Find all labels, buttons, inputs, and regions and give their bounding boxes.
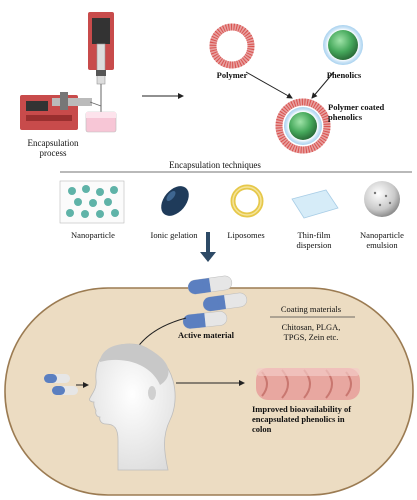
technique-label-nanoparticle: Nanoparticle	[71, 230, 115, 240]
colon-icon	[256, 368, 360, 400]
technique-label-nanoparticle-emulsion: Nanoparticle emulsion	[360, 230, 404, 250]
encapsulation-process-label: Encapsulation process	[27, 138, 79, 158]
polymer-arrow	[245, 71, 293, 99]
liposome-icon	[230, 184, 264, 218]
technique-label-thin-film: Thin-film dispersion	[296, 230, 332, 250]
polymer-coated-label: Polymer coated phenolics	[328, 102, 385, 122]
polymer-ring-icon	[209, 23, 255, 69]
coated-phenolics-icon	[275, 98, 331, 154]
technique-label-liposomes: Liposomes	[227, 230, 265, 240]
techniques-title: Encapsulation techniques	[169, 160, 261, 170]
phenolics-sphere-icon	[323, 25, 363, 65]
down-arrow-icon	[200, 232, 216, 262]
human-head-icon	[89, 343, 176, 471]
phenolics-label: Phenolics	[326, 70, 362, 80]
coating-items: Chitosan, PLGA, TPGS, Zein etc.	[281, 322, 341, 342]
thin-film-icon	[291, 189, 339, 219]
phenolics-arrow	[311, 71, 335, 99]
technique-label-ionic-gelation: Ionic gelation	[150, 230, 198, 240]
oral-pills-icon	[44, 374, 78, 395]
ionic-gelation-icon	[161, 186, 189, 216]
coating-title: Coating materials	[280, 304, 342, 314]
syringe-pump-icon	[20, 12, 117, 133]
active-material-pills-icon	[182, 275, 248, 329]
polymer-label: Polymer	[216, 70, 248, 80]
nanoparticle-icon	[59, 180, 125, 224]
improved-bioavailability-label: Improved bioavailability of encapsulated…	[252, 404, 352, 434]
nanoparticle-emulsion-icon	[364, 181, 400, 217]
active-material-label: Active material	[178, 330, 234, 340]
